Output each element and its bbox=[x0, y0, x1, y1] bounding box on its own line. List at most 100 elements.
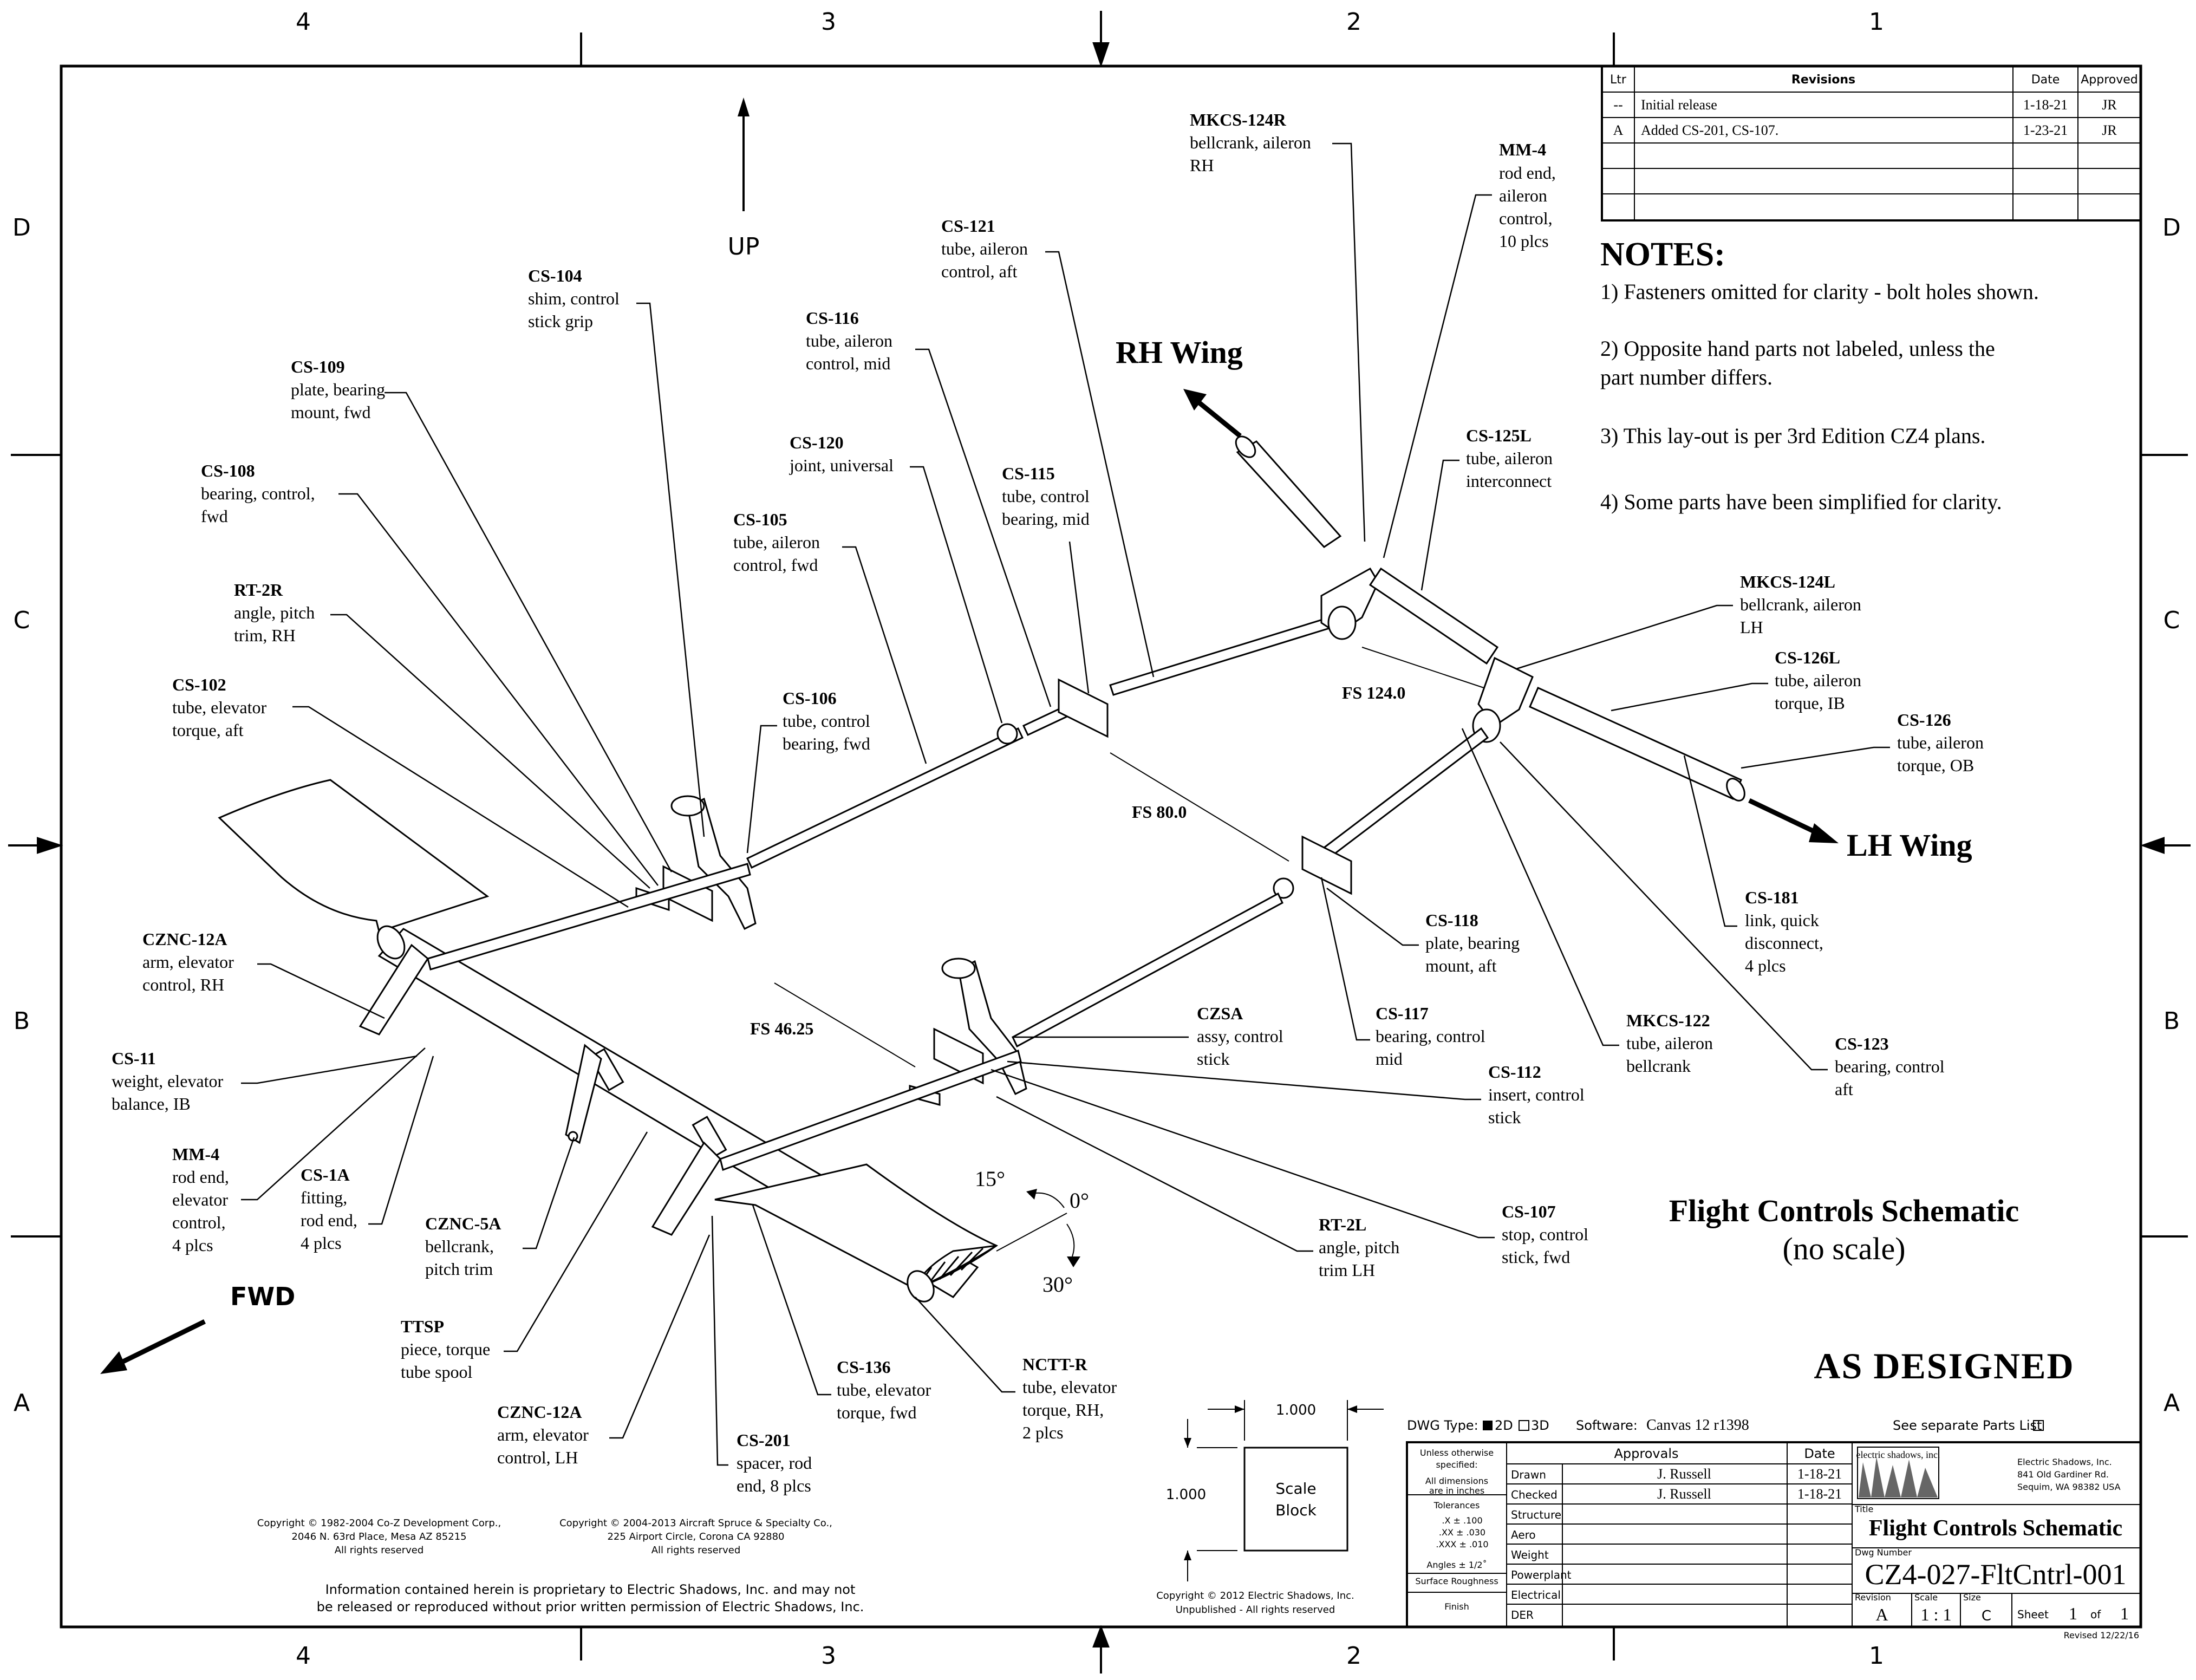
callout-mkcs122-d2: bellcrank bbox=[1626, 1056, 1691, 1076]
callout-czsa: CZSA assy, control stick bbox=[1013, 1004, 1283, 1069]
callout-cznc12a-lh-pn: CZNC-12A bbox=[497, 1402, 582, 1422]
bearing-plate-mid-rh bbox=[1058, 678, 1109, 738]
callout-cznc12a-lh: CZNC-12A arm, elevator control, LH bbox=[497, 1234, 711, 1467]
callout-mkcs124r-pn: MKCS-124R bbox=[1190, 110, 1287, 129]
callout-rt2r-d2: trim, RH bbox=[234, 626, 296, 645]
callout-cs11-d1: weight, elevator bbox=[112, 1071, 223, 1091]
zone-col-bot-2: 2 bbox=[1346, 1642, 1361, 1670]
dwg-type-label: DWG Type: bbox=[1407, 1418, 1478, 1433]
callout-cs126: CS-126 tube, aileron torque, OB bbox=[1741, 710, 1984, 775]
callout-mm4-top: MM-4 rod end, aileron control, 10 plcs bbox=[1383, 140, 1556, 558]
approval-row-8-role: DER bbox=[1511, 1609, 1534, 1622]
approval-row-2-role: Checked bbox=[1511, 1488, 1558, 1501]
company-logo: electric shadows, inc. bbox=[1856, 1447, 1940, 1499]
callout-mm4-bot: MM-4 rod end, elevator control, 4 plcs bbox=[172, 1047, 426, 1255]
copyright-2-l1: Copyright © 2004-2013 Aircraft Spruce & … bbox=[559, 1518, 832, 1529]
callout-cznc5a: CZNC-5A bellcrank, pitch trim bbox=[425, 1137, 575, 1279]
angle-indicator: 15° 0° 30° bbox=[975, 1167, 1089, 1297]
note-3: 3) This lay-out is per 3rd Edition CZ4 p… bbox=[1600, 424, 1985, 448]
callout-cs123: CS-123 bearing, control aft bbox=[1500, 741, 1945, 1099]
callout-cs106: CS-106 tube, control bearing, fwd bbox=[746, 688, 870, 854]
callout-mkcs122-pn: MKCS-122 bbox=[1626, 1011, 1710, 1030]
of-label: of bbox=[2090, 1608, 2101, 1621]
fwd-label: FWD bbox=[230, 1282, 295, 1311]
callout-cs120: CS-120 joint, universal bbox=[789, 433, 1003, 724]
callout-cs106-d1: tube, control bbox=[783, 711, 870, 731]
callout-cs136-d2: torque, fwd bbox=[837, 1403, 917, 1422]
revised-stamp: Revised 12/22/16 bbox=[2064, 1630, 2139, 1640]
callout-mkcs124l: MKCS-124L bellcrank, aileron LH bbox=[1516, 572, 1861, 670]
callout-cs105-pn: CS-105 bbox=[733, 510, 787, 529]
callout-cs107-d1: stop, control bbox=[1502, 1225, 1588, 1244]
copyright-2-l2: 225 Airport Circle, Corona CA 92880 bbox=[607, 1531, 784, 1542]
rev-row-1-desc: Initial release bbox=[1641, 97, 1717, 113]
revision-value: A bbox=[1875, 1605, 1888, 1624]
callout-cs115-d2: bearing, mid bbox=[1002, 509, 1090, 529]
callout-cznc5a-pn: CZNC-5A bbox=[425, 1214, 501, 1233]
approval-row-3-role: Structure bbox=[1511, 1508, 1561, 1521]
rh-wing-arrow: RH Wing bbox=[1116, 335, 1243, 438]
callout-cs11: CS-11 weight, elevator balance, IB bbox=[112, 1049, 418, 1114]
zone-row-left-d: D bbox=[12, 214, 31, 242]
dwg-number-label: Dwg Number bbox=[1855, 1547, 1912, 1558]
tol-dims-2: are in inches bbox=[1429, 1486, 1484, 1496]
zone-col-bot-4: 4 bbox=[296, 1642, 311, 1670]
callout-czsa-pn: CZSA bbox=[1197, 1004, 1243, 1023]
callout-cs136: CS-136 tube, elevator torque, fwd bbox=[752, 1204, 931, 1422]
callout-cs112-pn: CS-112 bbox=[1488, 1062, 1541, 1082]
note-4: 4) Some parts have been simplified for c… bbox=[1600, 490, 2002, 514]
copyright-1-l1: Copyright © 1982-2004 Co-Z Development C… bbox=[257, 1518, 501, 1529]
scale-block: 1.000 1.000 Scale Block bbox=[1166, 1400, 1384, 1581]
notes: NOTES: 1) Fasteners omitted for clarity … bbox=[1600, 236, 2039, 514]
scale-value: 1 : 1 bbox=[1921, 1605, 1952, 1624]
tol-title: Tolerances bbox=[1433, 1500, 1480, 1510]
callout-cs181-d2: disconnect, bbox=[1745, 933, 1823, 953]
zone-row-right-a: A bbox=[2164, 1389, 2180, 1417]
proprietary-l2: be released or reproduced without prior … bbox=[317, 1599, 864, 1614]
company-line-3: Sequim, WA 98382 USA bbox=[2017, 1482, 2121, 1492]
callout-mm4-bot-d4: 4 plcs bbox=[172, 1235, 213, 1255]
elevator-link-lh bbox=[719, 1050, 1022, 1171]
callout-cs118-d1: plate, bearing bbox=[1425, 933, 1520, 953]
callout-mm4-bot-d2: elevator bbox=[172, 1190, 228, 1209]
callout-cs201-d2: end, 8 plcs bbox=[737, 1476, 811, 1495]
station-fs80: FS 80.0 bbox=[1132, 802, 1187, 822]
scale-dim-h: 1.000 bbox=[1276, 1402, 1316, 1418]
es-copyright-l1: Copyright © 2012 Electric Shadows, Inc. bbox=[1156, 1590, 1354, 1601]
note-1: 1) Fasteners omitted for clarity - bolt … bbox=[1600, 279, 2039, 304]
up-label: UP bbox=[728, 233, 760, 261]
title-label: Title bbox=[1854, 1504, 1873, 1514]
callout-ncttr: NCTT-R tube, elevator torque, RH, 2 plcs bbox=[915, 1297, 1117, 1442]
zone-col-top-4: 4 bbox=[296, 8, 311, 36]
aileron-tube-fwd-rh bbox=[746, 727, 1024, 869]
callout-cs126-pn: CS-126 bbox=[1897, 710, 1951, 730]
pitch-trim-bellcrank bbox=[565, 1044, 602, 1144]
angle-15: 15° bbox=[975, 1167, 1005, 1191]
zone-row-left-b: B bbox=[14, 1007, 30, 1035]
elevator-link-rh bbox=[427, 863, 751, 971]
callout-cs118-d2: mount, aft bbox=[1425, 956, 1497, 975]
drawing-title-line1: Flight Controls Schematic bbox=[1669, 1193, 2019, 1228]
callout-cs118-pn: CS-118 bbox=[1425, 910, 1478, 930]
rev-row-1-date: 1-18-21 bbox=[2023, 97, 2068, 113]
dwg-number: CZ4-027-FltCntrl-001 bbox=[1865, 1558, 2127, 1591]
callout-ttsp: TTSP piece, torque tube spool bbox=[401, 1131, 648, 1382]
drawing-title: Flight Controls Schematic (no scale) bbox=[1669, 1193, 2019, 1266]
callout-cs123-d1: bearing, control bbox=[1835, 1057, 1945, 1076]
rev-header-revisions: Revisions bbox=[1791, 73, 1855, 87]
rev-row-2-ltr: A bbox=[1613, 122, 1624, 138]
bellcrank-lh bbox=[1477, 656, 1534, 727]
rev-row-1-ltr: -- bbox=[1613, 97, 1622, 113]
callout-mm4-top-pn: MM-4 bbox=[1499, 140, 1546, 159]
callout-rt2l: RT-2L angle, pitch trim LH bbox=[996, 1096, 1399, 1280]
callout-cs126l-pn: CS-126L bbox=[1775, 648, 1840, 667]
callout-cs118: CS-118 plate, bearing mount, aft bbox=[1326, 888, 1520, 975]
aileron-tube-lh-ib bbox=[1529, 687, 1742, 800]
approval-row-5-role: Weight bbox=[1511, 1548, 1549, 1561]
callout-cs201-d1: spacer, rod bbox=[737, 1453, 812, 1473]
note-2b: part number differs. bbox=[1600, 365, 1773, 389]
copyright-1-l2: 2046 N. 63rd Place, Mesa AZ 85215 bbox=[291, 1531, 466, 1542]
lh-wing-label: LH Wing bbox=[1847, 828, 1972, 863]
tol-row-2: .XX ± .030 bbox=[1439, 1527, 1485, 1538]
mechanism bbox=[218, 435, 1745, 1303]
